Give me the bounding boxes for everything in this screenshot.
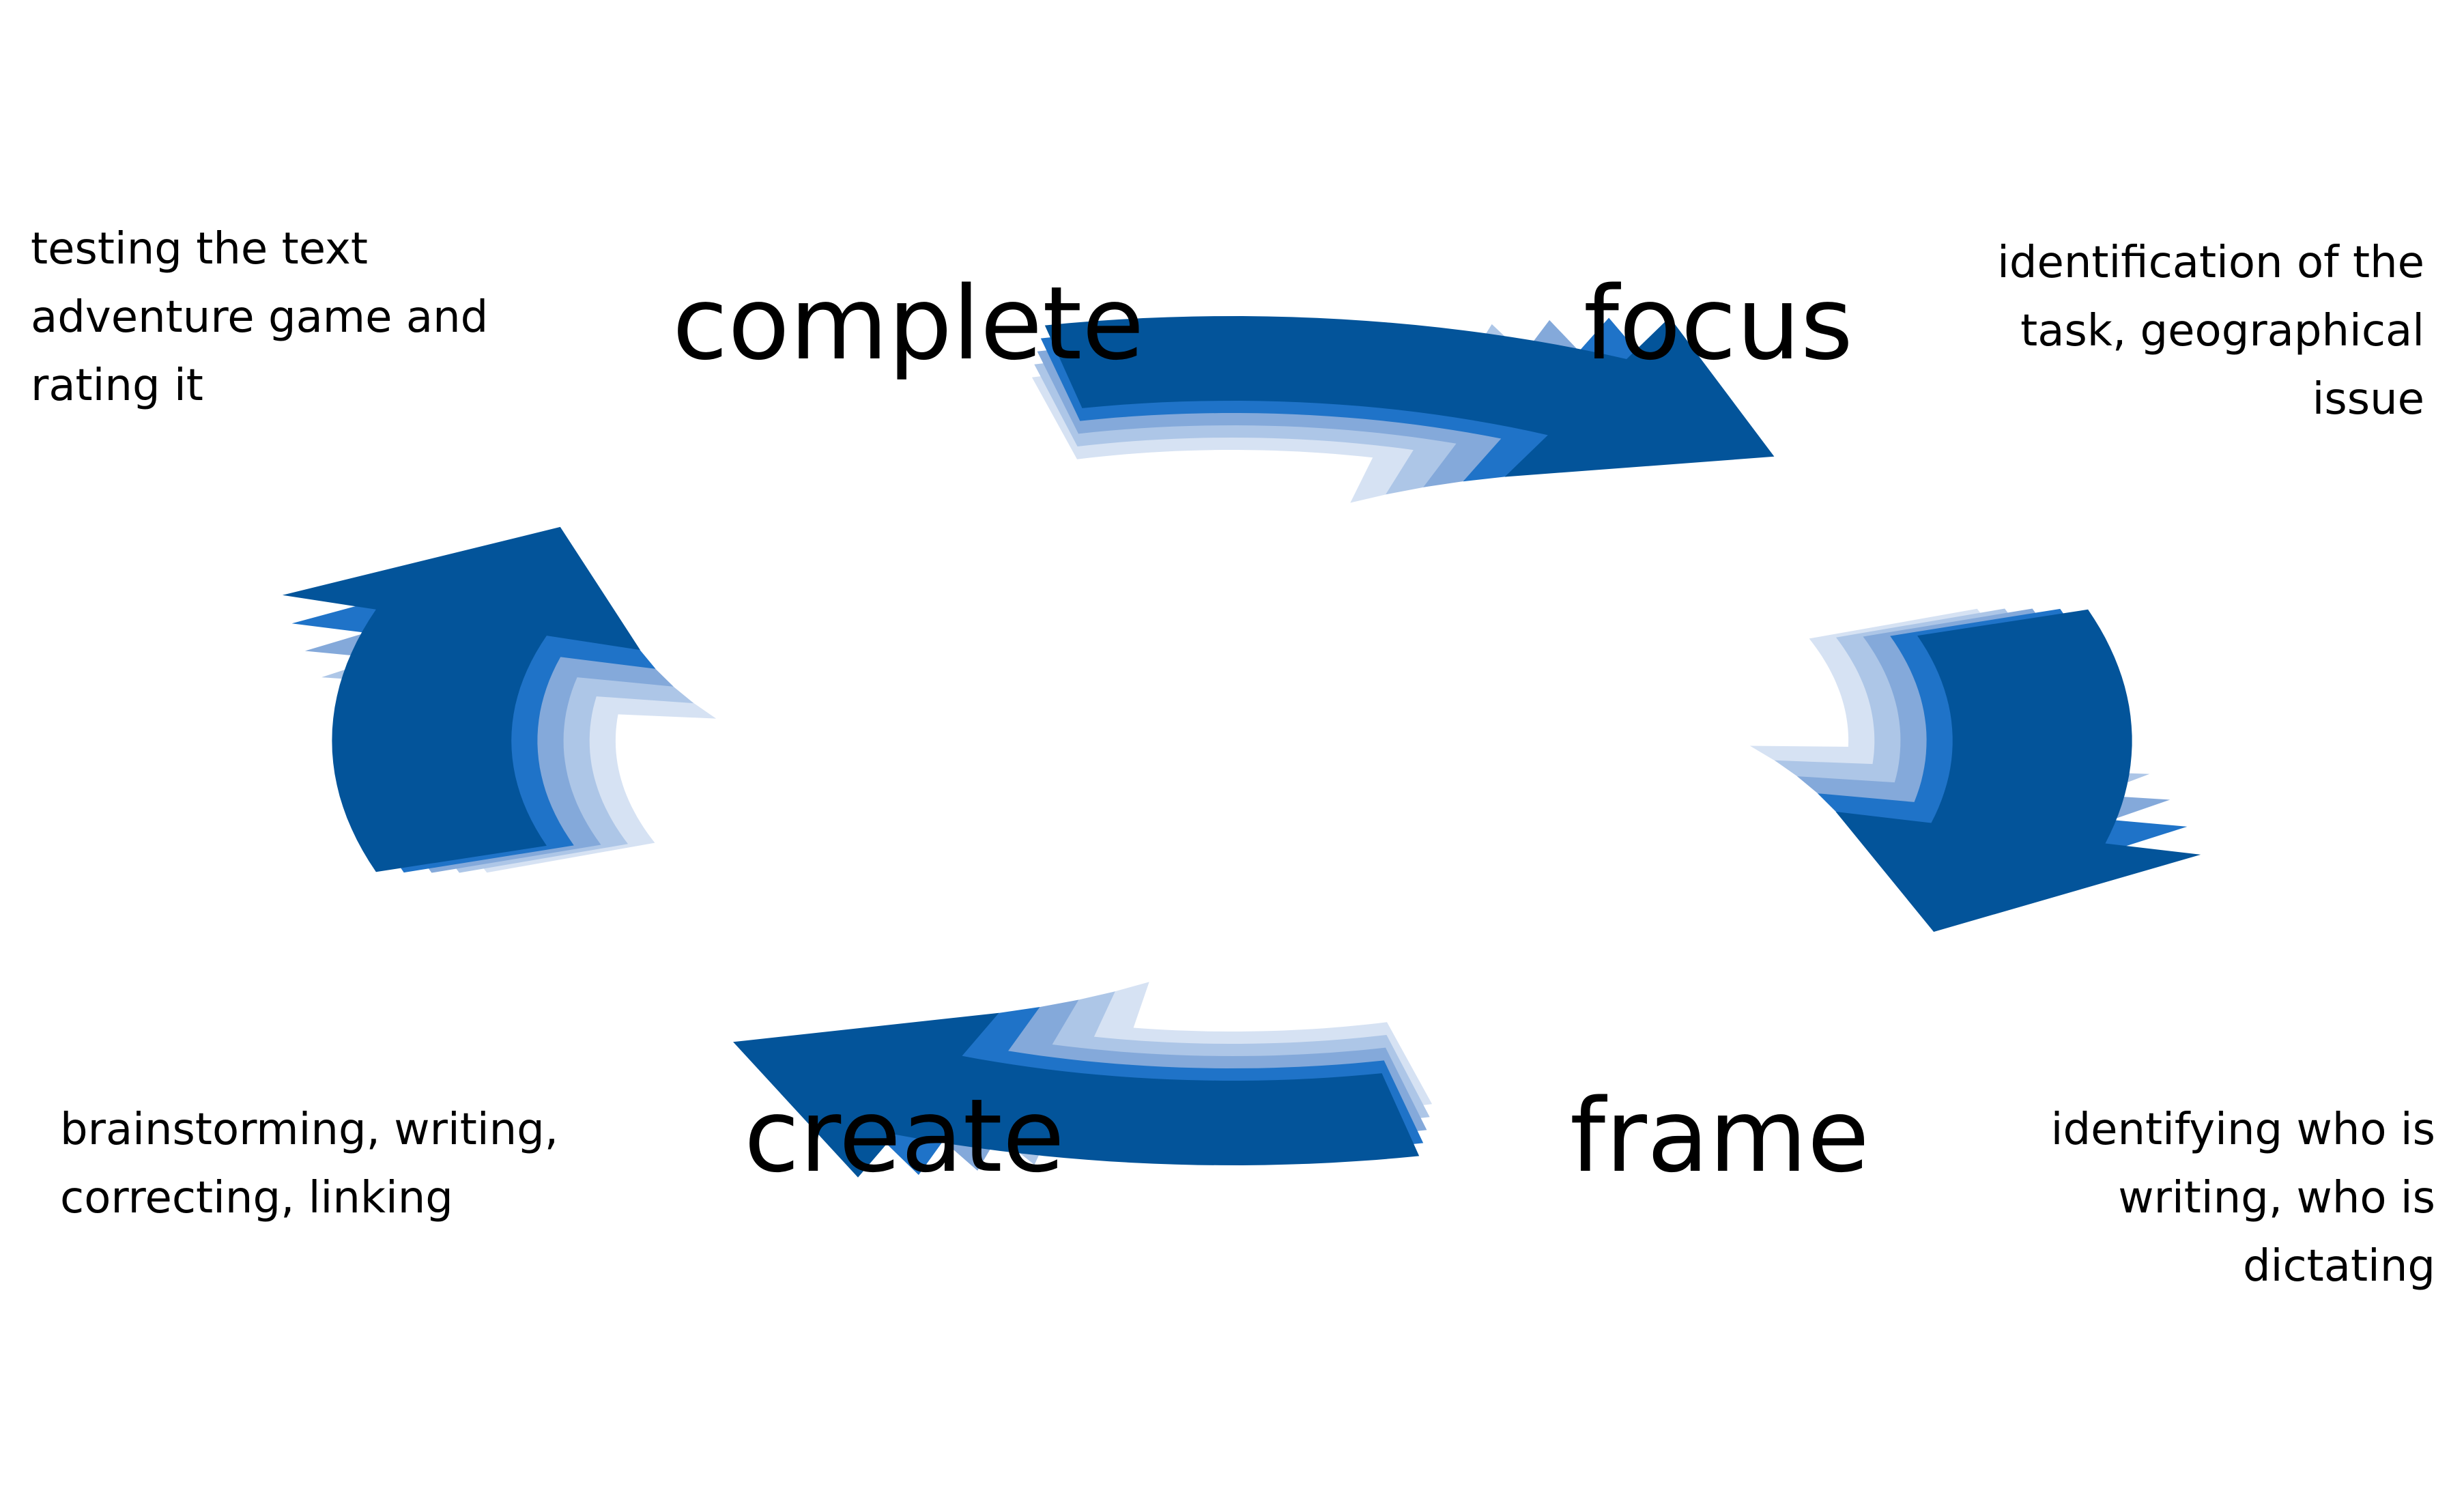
arrow-frame-to-create [733, 982, 1433, 1178]
description-complete-line: rating it [31, 360, 203, 411]
description-frame-line: identifying who is [2050, 1105, 2435, 1155]
stage-label-complete: complete [672, 265, 1145, 382]
arrow-frame-to-create-layer-5 [733, 1012, 1420, 1178]
description-complete-line: testing the text [31, 224, 368, 274]
arrow-create-to-complete-layer-5 [282, 526, 640, 872]
arrow-focus-to-frame [1749, 608, 2201, 932]
arrow-create-to-complete [282, 526, 717, 873]
description-frame-line: dictating [2243, 1241, 2435, 1292]
description-focus: identification of the task, geographical… [1997, 229, 2424, 433]
description-create-line: correcting, linking [60, 1173, 453, 1223]
arrow-complete-to-focus-layer-5 [1044, 316, 1775, 477]
description-focus-line: issue [2312, 374, 2424, 425]
description-focus-line: task, geographical [2020, 306, 2424, 356]
description-focus-line: identification of the [1997, 238, 2424, 288]
stage-label-create: create [744, 1077, 1065, 1195]
description-frame-line: writing, who is [2118, 1173, 2435, 1223]
description-complete: testing the text adventure game and rati… [31, 215, 488, 420]
description-create: brainstorming, writing, correcting, link… [60, 1096, 558, 1232]
stage-label-frame: frame [1570, 1077, 1870, 1195]
stage-label-focus: focus [1584, 265, 1853, 382]
description-frame: identifying who is writing, who is dicta… [2051, 1096, 2435, 1300]
arrow-focus-to-frame-layer-5 [1835, 609, 2201, 932]
description-create-line: brainstorming, writing, [60, 1105, 559, 1155]
arrow-complete-to-focus [1031, 316, 1775, 503]
description-complete-line: adventure game and [31, 292, 489, 343]
